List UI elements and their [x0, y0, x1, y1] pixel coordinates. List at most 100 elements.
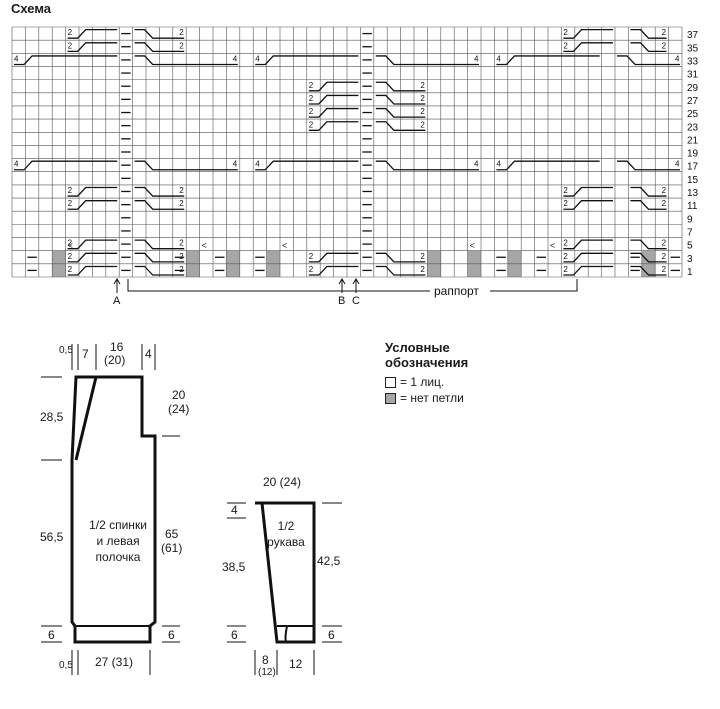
row-number: 37 — [687, 30, 699, 41]
cable-cross-mark — [630, 186, 667, 197]
cable-count-label: 2 — [563, 186, 568, 195]
white-square-icon — [385, 376, 396, 388]
marker-a-arrowhead — [113, 278, 121, 285]
sleeve-dim-left-b: 38,5 — [222, 560, 246, 574]
cable-cross-mark — [134, 160, 238, 171]
cable-count-label: 2 — [563, 265, 568, 274]
marker-c-arrowhead — [352, 278, 360, 285]
cable-count-label: 2 — [662, 186, 667, 195]
row-number: 11 — [687, 201, 698, 212]
cable-count-label: 2 — [68, 265, 73, 274]
cable-cross-mark — [67, 239, 118, 250]
cable-count-label: 4 — [14, 54, 19, 63]
cable-cross-mark — [67, 186, 118, 197]
no-stitch-cell — [427, 263, 441, 277]
body-dim-bottom: 27 (31) — [95, 655, 134, 669]
marker-b-arrowhead — [338, 278, 346, 285]
body-dim-top-a: 7 — [82, 347, 89, 361]
cable-cross-mark — [496, 55, 600, 66]
cable-cross-mark — [375, 121, 426, 131]
no-stitch-cell — [641, 250, 656, 264]
sleeve-dim-right-b: 6 — [328, 628, 335, 642]
cable-count-label: 4 — [233, 160, 238, 169]
sleeve-dim-top: 20 (24) — [263, 475, 302, 489]
repeat-bracket-right — [490, 279, 578, 292]
legend-item-no-stitch-label: = нет петли — [400, 391, 464, 405]
body-dim-right-mid-alt: (61) — [161, 541, 183, 555]
no-stitch-cell — [467, 263, 481, 277]
cable-cross-mark — [375, 160, 479, 171]
cable-cross-mark — [308, 265, 359, 276]
row-number: 25 — [687, 109, 699, 120]
sleeve-cuff-line — [277, 625, 289, 643]
cable-cross-mark — [563, 239, 613, 250]
cable-count-label: 2 — [309, 252, 314, 261]
cable-count-label: 2 — [179, 41, 184, 50]
body-dim-left-c: 6 — [48, 628, 55, 642]
cable-cross-mark — [308, 121, 359, 131]
cable-count-label: 2 — [563, 41, 568, 50]
no-stitch-cell — [226, 263, 240, 277]
repeat-label: раппорт — [434, 284, 479, 298]
no-stitch-cell — [52, 250, 66, 264]
row-number: 33 — [687, 56, 699, 67]
body-piece-label: 1/2 спинки и левая полочка — [86, 517, 150, 565]
row-number: 31 — [687, 70, 699, 81]
body-dim-left-b: 56,5 — [40, 530, 64, 544]
cable-cross-mark — [67, 42, 118, 52]
cable-cross-mark — [375, 81, 426, 92]
sleeve-label-line2: рукава — [267, 535, 305, 549]
decrease-mark: < — [550, 241, 555, 251]
row-number: 21 — [687, 135, 699, 146]
cable-count-label: 2 — [563, 252, 568, 261]
row-number: 9 — [687, 214, 693, 225]
decrease-mark: < — [202, 241, 207, 251]
cable-cross-mark — [563, 200, 613, 210]
body-dim-right-top: 20 — [172, 388, 186, 402]
cable-count-label: 2 — [179, 265, 184, 274]
row-number: 19 — [687, 149, 699, 160]
cable-count-label: 2 — [309, 94, 314, 103]
cable-cross-mark — [563, 186, 613, 197]
sleeve-dim-left-c: 6 — [231, 628, 238, 642]
cable-count-label: 2 — [420, 107, 425, 116]
marker-a-label: A — [113, 295, 121, 307]
cable-cross-mark — [630, 42, 667, 52]
body-outline — [70, 375, 157, 644]
cable-count-label: 4 — [675, 54, 680, 63]
body-dim-right-mid: 65 — [165, 527, 179, 541]
sleeve-dim-left-a: 4 — [231, 503, 238, 517]
cable-count-label: 4 — [233, 54, 238, 63]
body-label-line3: полочка — [95, 550, 141, 564]
cable-count-label: 4 — [14, 160, 19, 169]
cable-cross-mark — [67, 265, 118, 276]
body-label-line2: и левая — [96, 534, 140, 548]
cable-count-label: 4 — [255, 160, 260, 169]
repeat-bracket-left — [127, 279, 430, 292]
cable-count-label: 2 — [68, 199, 73, 208]
cable-cross-mark — [308, 94, 359, 105]
cable-count-label: 4 — [255, 54, 260, 63]
cable-cross-mark — [67, 252, 118, 263]
legend-title-line2: обозначения — [385, 355, 469, 370]
sleeve-dim-bottom-a-alt: (12) — [258, 667, 276, 678]
cable-cross-mark — [255, 55, 359, 66]
sleeve-dim-bottom-a: 8 — [262, 653, 269, 667]
cable-cross-mark — [134, 265, 185, 276]
cable-count-label: 2 — [68, 186, 73, 195]
cable-count-label: 4 — [474, 160, 479, 169]
chart-grid — [11, 26, 683, 278]
cable-cross-mark — [563, 265, 613, 276]
cable-count-label: 2 — [179, 28, 184, 37]
cable-count-label: 2 — [420, 81, 425, 90]
row-number: 35 — [687, 43, 699, 54]
cable-count-label: 4 — [496, 160, 501, 169]
cable-cross-mark — [134, 28, 185, 39]
cable-cross-mark — [67, 28, 118, 39]
cable-cross-mark — [496, 160, 600, 171]
grey-square-icon — [385, 392, 396, 404]
decrease-mark: < — [282, 241, 287, 251]
row-number: 3 — [687, 254, 693, 265]
cable-cross-mark — [375, 252, 426, 263]
